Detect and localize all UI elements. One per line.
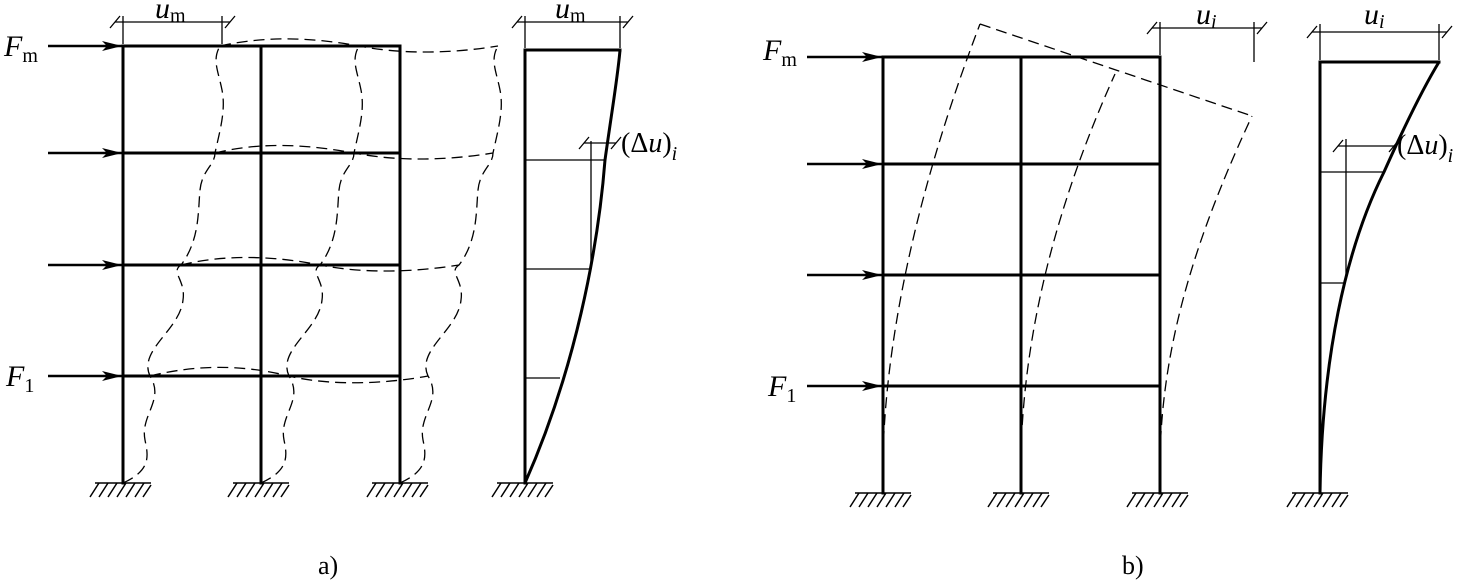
label-a-story-drift: (Δu)i (621, 128, 677, 165)
panel-b: Fm F1 ui (762, 0, 1453, 580)
deformed-beam-a-1 (149, 366, 429, 384)
support-b-profile (1286, 492, 1349, 508)
label-a-force-bottom: F1 (5, 360, 34, 397)
caption-a: a) (318, 551, 338, 580)
deformed-column-b-2 (1020, 73, 1116, 494)
label-b-force-bottom: F1 (767, 370, 796, 407)
deformed-beam-a-2 (180, 256, 460, 272)
support-a-2 (227, 482, 290, 498)
dimension-b-frame-top (1146, 21, 1268, 62)
profile-b-curve (1318, 61, 1441, 494)
profile-a-curve (523, 49, 622, 484)
frame-a (121, 44, 402, 485)
support-b-2 (987, 492, 1050, 508)
deformed-column-b-1 (882, 23, 981, 494)
deformed-beam-a-4 (219, 38, 499, 53)
support-b-3 (1126, 492, 1189, 508)
dimension-b-profile-top (1306, 24, 1453, 60)
frame-b (881, 55, 1162, 495)
label-a-frame-displacement: um (155, 0, 186, 27)
label-b-story-drift: (Δu)i (1397, 130, 1453, 167)
support-a-1 (89, 482, 152, 498)
deformed-beam-b-top (979, 23, 1253, 117)
label-a-force-top: Fm (3, 30, 38, 67)
deformed-column-b-3 (1159, 115, 1253, 494)
displacement-profile-a (491, 15, 634, 498)
supports-a (89, 482, 429, 498)
support-b-1 (849, 492, 912, 508)
panel-a: Fm F1 um (3, 0, 677, 580)
load-arrows-b (807, 52, 882, 391)
label-b-force-top: Fm (762, 34, 797, 71)
dimension-a-frame-top (109, 15, 236, 44)
support-a-3 (366, 482, 429, 498)
label-a-profile-displacement: um (555, 0, 586, 27)
deformed-shape-a (122, 38, 502, 484)
deformed-beam-a-3 (214, 144, 494, 160)
load-arrows-a (48, 41, 122, 381)
support-a-profile (491, 482, 554, 498)
supports-b (849, 492, 1189, 508)
label-b-frame-displacement: ui (1196, 0, 1217, 33)
caption-b: b) (1122, 551, 1144, 580)
displacement-profile-b (1286, 24, 1453, 508)
deformed-shape-b (882, 23, 1253, 494)
label-b-profile-displacement: ui (1364, 0, 1385, 33)
deformed-column-a-1 (122, 45, 224, 484)
deformed-column-a-3 (399, 45, 502, 484)
dimension-a-profile-top (511, 15, 634, 48)
